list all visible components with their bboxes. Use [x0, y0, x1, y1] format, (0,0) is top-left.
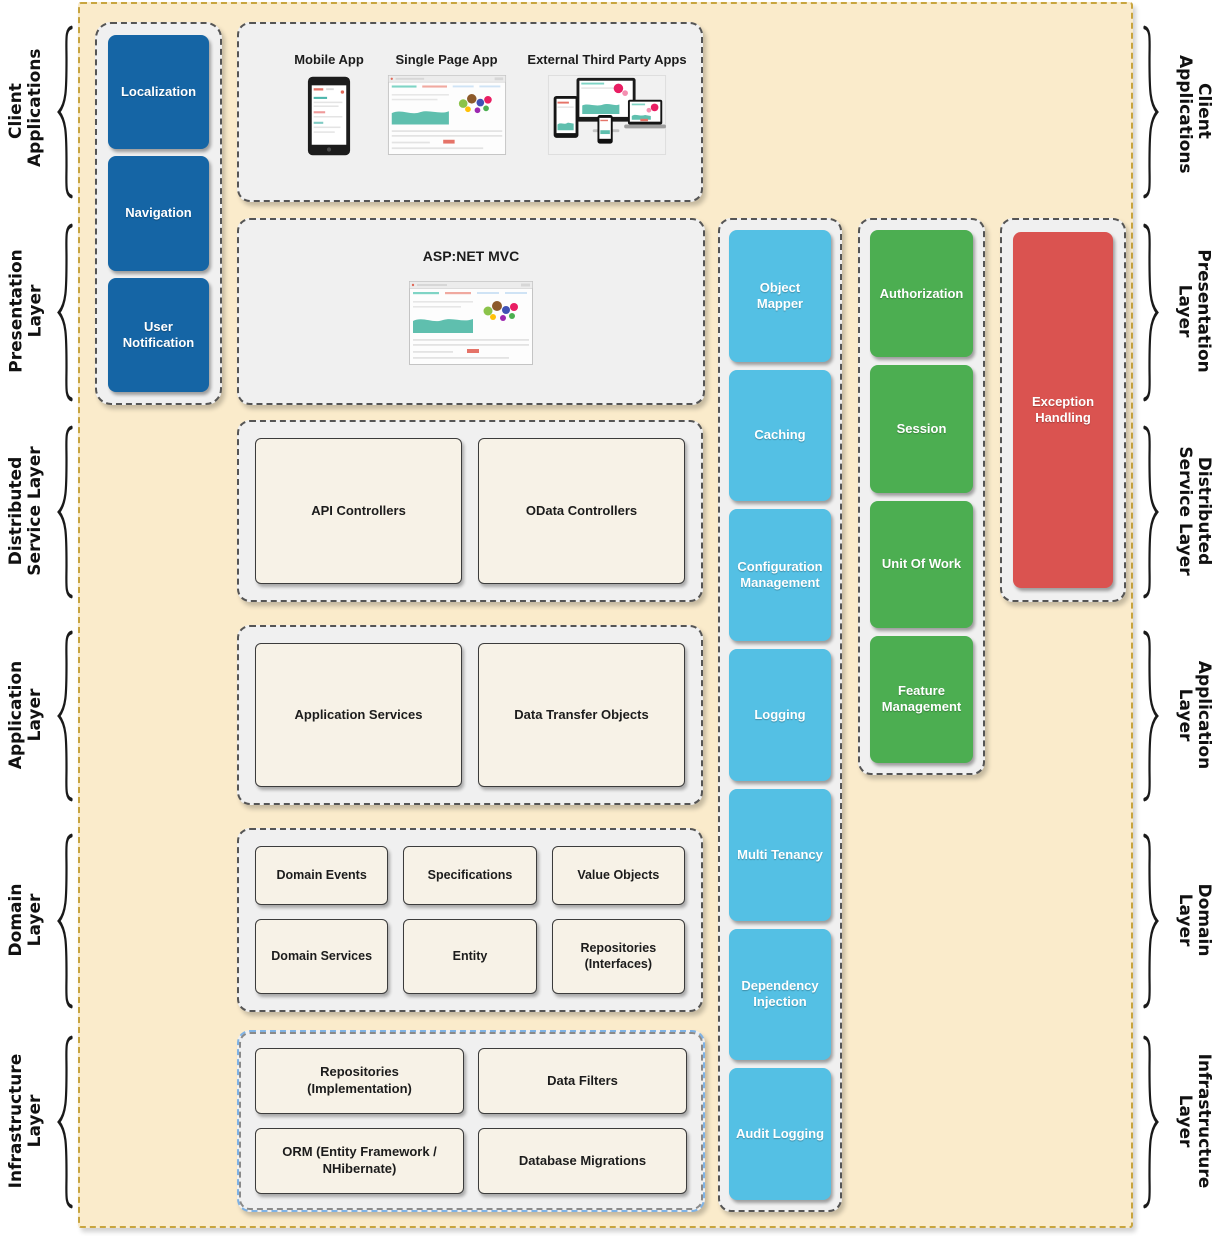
left-layer-label-presentation: Presentation Layer — [6, 249, 46, 373]
node-entity: Entity — [403, 918, 537, 994]
node-feature-management: Feature Management — [870, 635, 973, 763]
single-page-app-image — [387, 75, 506, 155]
left-layer-label-distributed-service: Distributed Service Layer — [5, 446, 45, 576]
mobile-phone-image — [307, 76, 351, 156]
distributed-service-panel: API Controllers OData Controllers — [237, 420, 703, 602]
client-app-spa: Single Page App — [379, 52, 514, 155]
node-data-filters: Data Filters — [478, 1048, 687, 1114]
left-layer-label-infrastructure: Infrastructure Layer — [5, 1053, 45, 1189]
right-layer-label-application: Application Layer — [1175, 660, 1215, 770]
multi-device-image — [547, 75, 667, 155]
right-layer-label-distributed-service: Distributed Service Layer — [1175, 446, 1215, 576]
node-domain-events: Domain Events — [255, 846, 389, 905]
node-object-mapper: Object Mapper — [729, 230, 831, 362]
left-brace-icon — [55, 222, 75, 403]
node-logging: Logging — [729, 649, 831, 781]
node-data-transfer-objects: Data Transfer Objects — [478, 643, 685, 787]
node-authorization: Authorization — [870, 230, 973, 358]
node-multi-tenancy: Multi Tenancy — [729, 788, 831, 921]
left-layer-label-client-applications: Client Applications — [5, 48, 45, 167]
node-domain-services: Domain Services — [255, 918, 389, 994]
right-brace-icon — [1141, 424, 1161, 600]
left-brace-icon — [55, 629, 75, 803]
node-exception-handling: Exception Handling — [1013, 232, 1113, 588]
right-layer-label-infrastructure: Infrastructure Layer — [1175, 1053, 1215, 1189]
node-value-objects: Value Objects — [551, 846, 685, 905]
left-brace-icon — [55, 832, 75, 1010]
node-localization: Localization — [108, 35, 209, 150]
right-brace-icon — [1141, 24, 1161, 200]
external-apps-label: External Third Party Apps — [527, 52, 687, 67]
right-brace-icon — [1141, 832, 1161, 1010]
node-repositories-implementation: Repositories (Implementation) — [255, 1048, 464, 1114]
right-layer-label-presentation: Presentation Layer — [1174, 249, 1214, 373]
node-navigation: Navigation — [108, 156, 209, 271]
node-unit-of-work: Unit Of Work — [870, 500, 973, 628]
left-brace-icon — [55, 1034, 75, 1210]
right-brace-icon — [1141, 629, 1161, 803]
right-brace-icon — [1141, 1034, 1161, 1210]
cross-cutting-cyan-panel: Object Mapper Caching Configuration Mana… — [718, 218, 842, 1212]
domain-panel: Domain Events Specifications Value Objec… — [237, 828, 703, 1012]
mobile-app-label: Mobile App — [294, 52, 364, 67]
right-layer-label-client-applications: Client Applications — [1175, 55, 1215, 174]
left-brace-icon — [55, 424, 75, 600]
cross-cutting-green-panel: Authorization Session Unit Of Work Featu… — [858, 218, 985, 775]
node-dependency-injection: Dependency Injection — [729, 928, 831, 1061]
infrastructure-panel: Repositories (Implementation) Data Filte… — [237, 1030, 705, 1212]
node-database-migrations: Database Migrations — [478, 1128, 687, 1194]
sidebar-panel: Localization Navigation User Notificatio… — [95, 22, 222, 405]
node-application-services: Application Services — [255, 643, 462, 787]
client-app-external: External Third Party Apps — [527, 52, 687, 155]
left-layer-label-application: Application Layer — [5, 660, 45, 770]
node-api-controllers: API Controllers — [255, 438, 462, 584]
node-specifications: Specifications — [403, 846, 537, 905]
right-brace-icon — [1141, 222, 1161, 403]
aspnet-mvc-figure — [409, 280, 533, 371]
node-orm: ORM (Entity Framework / NHibernate) — [255, 1128, 464, 1194]
node-odata-controllers: OData Controllers — [478, 438, 685, 584]
client-applications-panel: Mobile App Single Page App — [237, 22, 703, 202]
right-layer-label-domain: Domain Layer — [1175, 883, 1215, 957]
left-brace-icon — [55, 24, 75, 200]
node-caching: Caching — [729, 369, 831, 502]
node-user-notification: User Notification — [108, 277, 209, 392]
node-repositories-interfaces: Repositories (Interfaces) — [551, 918, 685, 994]
cross-cutting-red-panel: Exception Handling — [1000, 218, 1126, 602]
aspnet-mvc-title: ASP:NET MVC — [422, 248, 520, 264]
single-page-app-label: Single Page App — [395, 52, 498, 67]
presentation-panel: ASP:NET MVC — [237, 218, 705, 405]
client-app-mobile: Mobile App — [269, 52, 389, 157]
application-panel: Application Services Data Transfer Objec… — [237, 625, 703, 805]
node-session: Session — [870, 365, 973, 493]
node-audit-logging: Audit Logging — [729, 1068, 831, 1201]
node-configuration-management: Configuration Management — [729, 509, 831, 642]
aspnet-mvc-image — [409, 281, 533, 365]
left-layer-label-domain: Domain Layer — [5, 883, 45, 957]
